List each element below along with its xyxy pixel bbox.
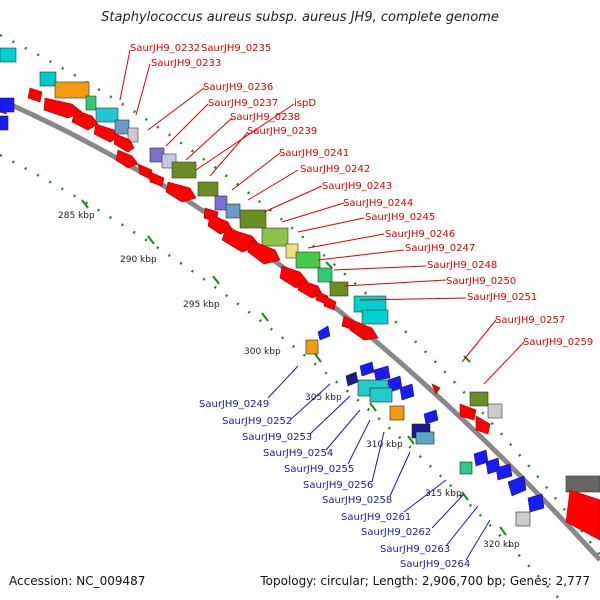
kbp-label: 300 kbp	[244, 347, 281, 357]
gene-label: SaurJH9_0247	[405, 243, 475, 254]
gene-label: SaurJH9_0255	[284, 464, 354, 475]
gene-label: SaurJH9_0249	[199, 399, 269, 410]
gene-label: SaurJH9_0246	[385, 229, 455, 240]
gene-label: SaurJH9_0248	[427, 260, 497, 271]
topology-label: Topology: circular; Length: 2,906,700 bp…	[260, 574, 590, 588]
gene-label: SaurJH9_0258	[322, 495, 392, 506]
gene-label: SaurJH9_0242	[300, 164, 370, 175]
gene-label: SaurJH9_0263	[380, 544, 450, 555]
gene-label: SaurJH9_0233	[151, 58, 221, 69]
gene-label: SaurJH9_0257	[495, 315, 565, 326]
gene-label: SaurJH9_0254	[263, 448, 333, 459]
gene-label: SaurJH9_0261	[341, 512, 411, 523]
gene-label: SaurJH9_0235	[201, 43, 271, 54]
kbp-label: 305 kbp	[305, 393, 342, 403]
gene-label: SaurJH9_0253	[242, 432, 312, 443]
kbp-label: 290 kbp	[120, 255, 157, 265]
kbp-label: 285 kbp	[58, 211, 95, 221]
gene-label: SaurJH9_0237	[208, 98, 278, 109]
tick-ring-inner	[0, 153, 561, 600]
kbp-labels: 285 kbp 290 kbp 295 kbp 300 kbp 305 kbp …	[58, 211, 520, 550]
gene-label: SaurJH9_0259	[523, 337, 593, 348]
forward-arrows	[0, 87, 600, 541]
gene-label: SaurJH9_0262	[361, 527, 431, 538]
gene-label: SaurJH9_0245	[365, 212, 435, 223]
gene-label: SaurJH9_0256	[303, 480, 373, 491]
gene-label: SaurJH9_0243	[322, 181, 392, 192]
gene-label: SaurJH9_0236	[203, 82, 273, 93]
forward-labels: SaurJH9_0232 SaurJH9_0235 SaurJH9_0233 S…	[130, 43, 593, 348]
gene-label: SaurJH9_0251	[467, 292, 537, 303]
kbp-label: 295 kbp	[183, 300, 220, 310]
gene-label: SaurJH9_0250	[446, 276, 516, 287]
gene-label: SaurJH9_0244	[343, 198, 413, 209]
map-title: Staphylococcus aureus subsp. aureus JH9,…	[101, 10, 499, 25]
gene-label: SaurJH9_0252	[222, 416, 292, 427]
gene-label: SaurJH9_0241	[279, 148, 349, 159]
forward-features	[0, 47, 600, 493]
kbp-label: 320 kbp	[483, 540, 520, 550]
reverse-leaders	[267, 365, 491, 561]
gene-label: ispD	[294, 98, 316, 109]
accession-label: Accession: NC_009487	[9, 574, 146, 588]
kbp-label: 310 kbp	[366, 440, 403, 450]
gene-label: SaurJH9_0238	[230, 112, 300, 123]
reverse-features	[0, 97, 545, 527]
gene-label: SaurJH9_0264	[400, 559, 470, 570]
tick-marks	[81, 199, 507, 536]
reverse-labels: SaurJH9_0249 SaurJH9_0252 SaurJH9_0253 S…	[199, 399, 470, 570]
gene-label: SaurJH9_0239	[247, 126, 317, 137]
kbp-label: 315 kbp	[425, 489, 462, 499]
gene-label: SaurJH9_0232	[130, 43, 200, 54]
forward-leaders	[119, 49, 525, 385]
